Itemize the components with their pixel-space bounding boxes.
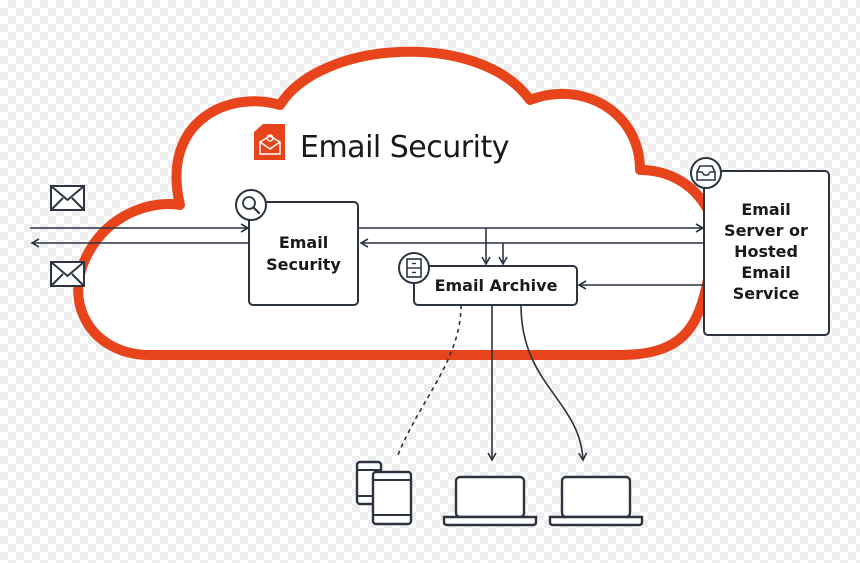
archive-to-laptop-2-arrow xyxy=(520,304,588,462)
diagram-title: Email Security xyxy=(300,130,509,165)
email-security-label-line2: Security xyxy=(266,255,341,274)
outbound-envelope-icon xyxy=(50,261,85,287)
email-security-box xyxy=(248,201,359,306)
email-archive-label: Email Archive xyxy=(435,276,558,295)
laptop-icon xyxy=(442,475,538,527)
email-server-box xyxy=(703,170,830,336)
email-server-label-line5: Service xyxy=(733,284,800,303)
inbound-envelope-icon xyxy=(50,185,85,211)
file-cabinet-icon xyxy=(398,252,430,284)
inbox-tray-icon xyxy=(690,157,722,189)
magnifier-icon xyxy=(235,189,267,221)
email-server-label-line2: Server or xyxy=(724,221,808,240)
cloud-outline xyxy=(73,46,722,360)
email-server-label-line4: Email xyxy=(741,263,790,282)
laptop-icon xyxy=(548,475,644,527)
mobile-devices-icon xyxy=(355,460,413,526)
email-server-label-line1: Email xyxy=(741,200,790,219)
email-archive-box xyxy=(413,265,578,306)
email-server-label-line3: Hosted xyxy=(734,242,798,261)
email-security-label-line1: Email xyxy=(279,233,328,252)
archive-to-mobile-dashed-line xyxy=(397,304,462,456)
shield-envelope-icon xyxy=(254,124,285,160)
